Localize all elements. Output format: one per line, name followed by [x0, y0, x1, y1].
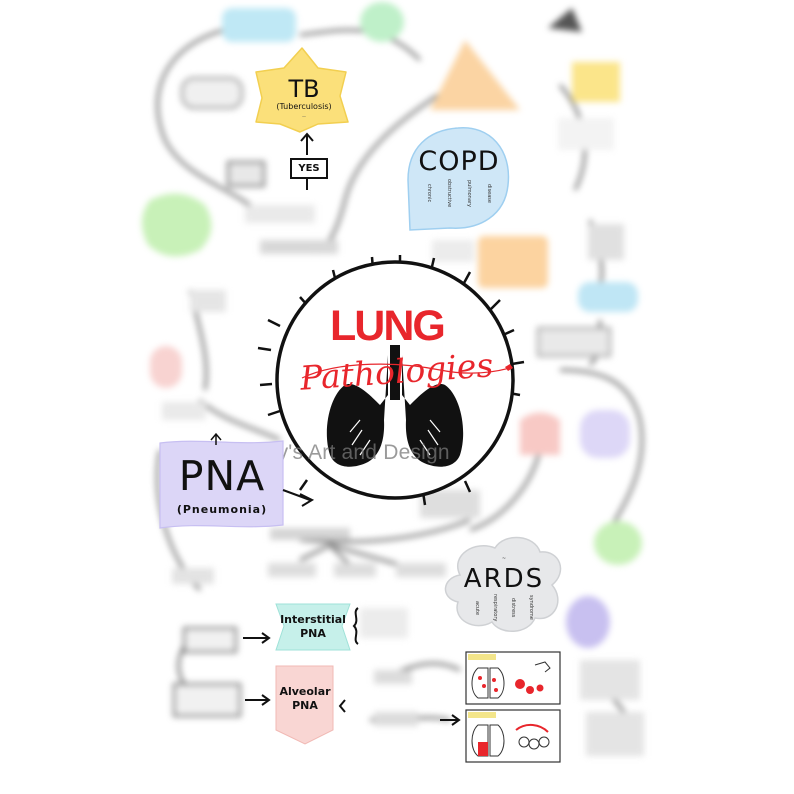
alveolar-line-1: Alveolar	[279, 685, 331, 699]
ards-word-1: acute	[474, 600, 480, 615]
center-title-lung: LUNG	[330, 302, 446, 350]
copd-node: COPD chronic obstructive pulmonary disea…	[412, 140, 506, 224]
ards-node: ~ ARDS acute respiratory distress syndro…	[452, 550, 556, 630]
ards-title: ARDS	[463, 564, 545, 594]
ards-note: ~	[501, 556, 507, 562]
tb-title: TB	[288, 75, 320, 103]
interstitial-pna-node: Interstitial PNA	[278, 606, 348, 648]
ards-expansion: acute respiratory distress syndrome	[474, 594, 534, 621]
interstitial-line-2: PNA	[300, 627, 326, 640]
ards-word-3: distress	[510, 597, 516, 618]
copd-word-1: chronic	[426, 183, 432, 203]
tb-node: TB (Tuberculosis) —	[264, 72, 344, 124]
copd-word-3: pulmonary	[466, 179, 472, 207]
pna-title: PNA	[178, 452, 266, 500]
copd-expansion: chronic obstructive pulmonary disease	[426, 179, 492, 207]
copd-title: COPD	[418, 146, 500, 177]
yes-label-box: YES	[290, 158, 328, 179]
tb-note-line: —	[302, 114, 306, 119]
ards-word-2: respiratory	[492, 594, 498, 622]
copd-word-4: disease	[486, 183, 492, 203]
alveolar-line-2: PNA	[292, 699, 318, 712]
alveolar-pna-node: Alveolar PNA	[278, 674, 332, 724]
pna-node: PNA (Pneumonia)	[162, 448, 282, 524]
copd-word-2: obstructive	[446, 179, 452, 208]
pna-subtitle: (Pneumonia)	[176, 503, 268, 516]
interstitial-line-1: Interstitial	[280, 613, 346, 627]
ards-word-4: syndrome	[528, 595, 534, 621]
tb-subtitle: (Tuberculosis)	[276, 102, 332, 111]
